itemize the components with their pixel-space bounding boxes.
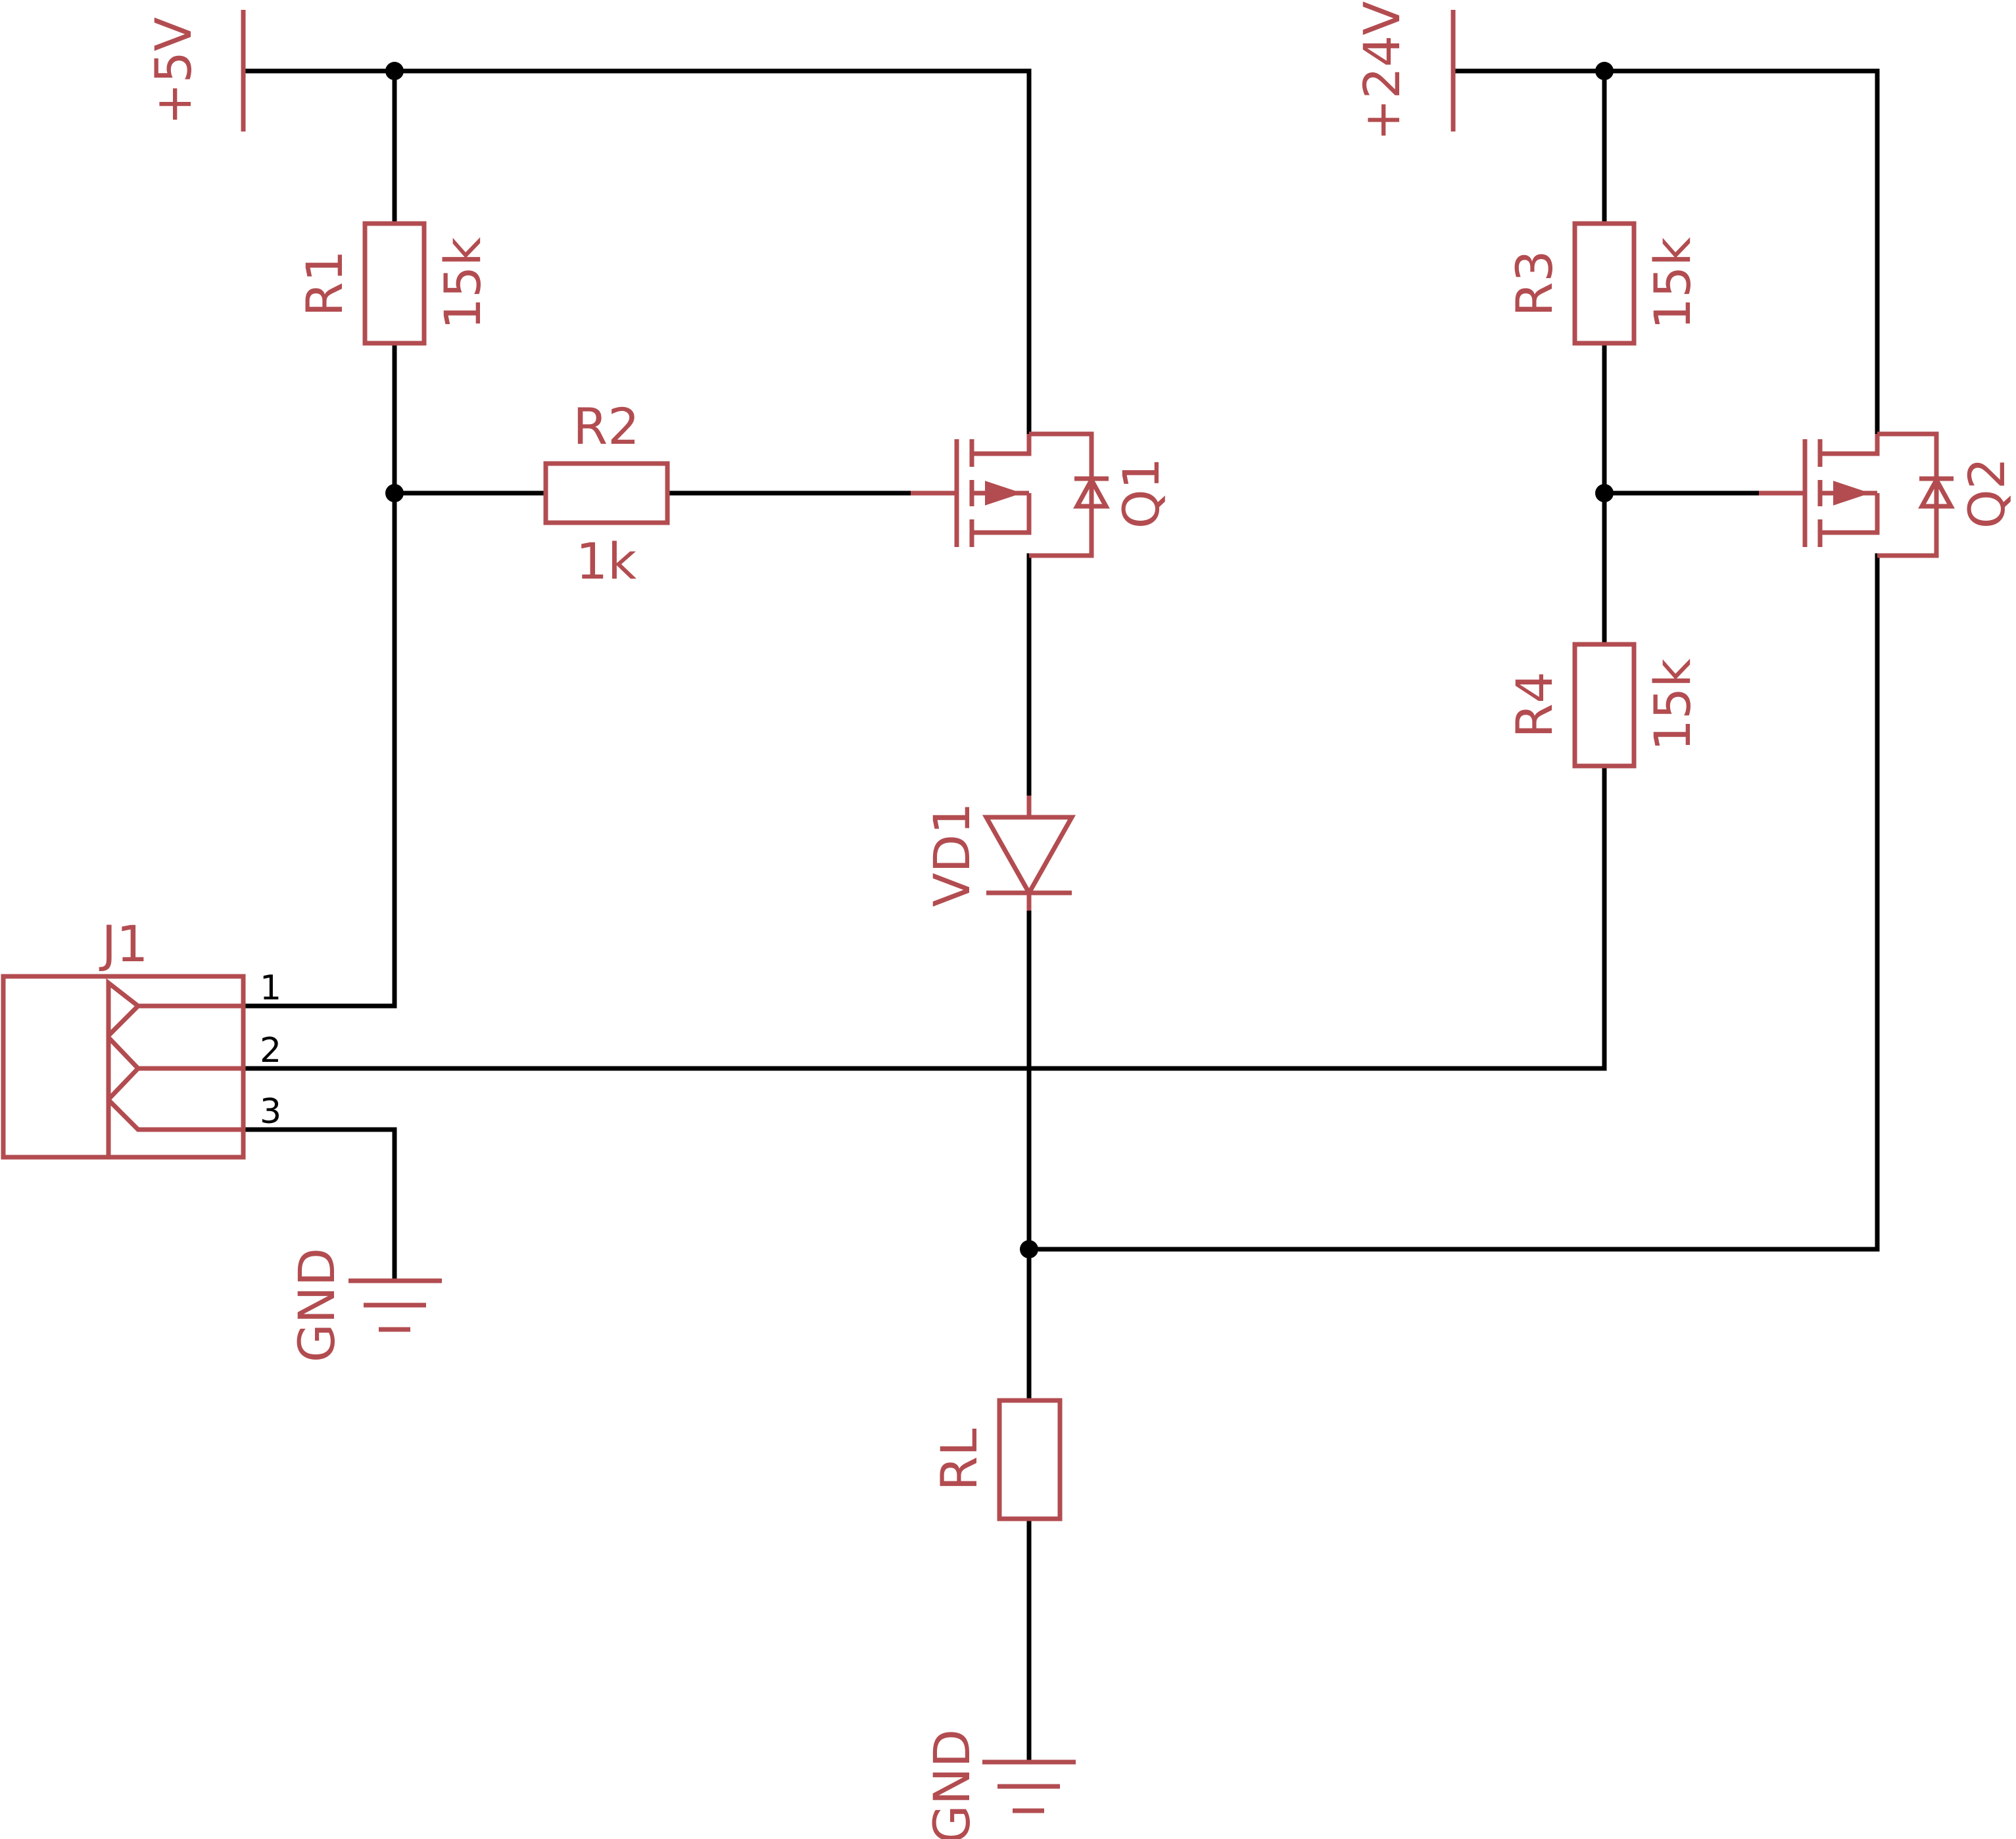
wire-24v-rail bbox=[1451, 68, 1880, 437]
mosfet-body-diode bbox=[1073, 475, 1110, 509]
wire-r4-to-j1-pin2 bbox=[241, 763, 1607, 1071]
junction-dot bbox=[1595, 484, 1614, 502]
supply-5v: +5V bbox=[144, 10, 246, 131]
resistor-r3: R3 15k bbox=[1505, 221, 1702, 346]
resistor-r1-body bbox=[362, 221, 427, 346]
mosfet-body-diode-wire bbox=[1029, 431, 1094, 558]
resistor-r1-name: R1 bbox=[295, 250, 354, 316]
wire-load-to-q2 bbox=[1026, 553, 1880, 1252]
mosfet-body-arrow bbox=[1833, 481, 1871, 506]
wires bbox=[241, 68, 1880, 1765]
resistor-r3-name: R3 bbox=[1505, 250, 1564, 316]
diode-vd1-label: VD1 bbox=[923, 803, 981, 907]
connector-pin-2-line bbox=[106, 1032, 243, 1105]
wire-r1-bottom bbox=[241, 341, 397, 1009]
resistor-r3-value: 15k bbox=[1643, 237, 1702, 330]
ground-left-label: GND bbox=[287, 1248, 346, 1362]
connector-pin-3-line bbox=[106, 1094, 243, 1157]
supply-24v-label: +24V bbox=[1353, 1, 1411, 141]
junction-dot bbox=[385, 62, 404, 80]
ground-bottom-label: GND bbox=[923, 1729, 981, 1839]
resistor-r4-value: 15k bbox=[1643, 659, 1702, 752]
resistor-r2: R2 1k bbox=[543, 397, 670, 590]
mosfet-body-diode-wire bbox=[1877, 431, 1939, 558]
supply-5v-label: +5V bbox=[144, 17, 203, 125]
resistor-rl-name: RL bbox=[930, 1428, 988, 1491]
diode-vd1: VD1 bbox=[923, 796, 1076, 911]
resistor-r1: R1 15k bbox=[295, 221, 492, 346]
mosfet-q1: Q1 bbox=[911, 431, 1170, 558]
mosfet-source bbox=[1820, 493, 1880, 535]
connector-j1-label: J1 bbox=[99, 915, 149, 973]
connector-pin-3-number: 3 bbox=[260, 1092, 281, 1132]
connector-pin-1-line bbox=[106, 978, 243, 1041]
resistor-r2-value: 1k bbox=[576, 532, 636, 590]
resistor-r2-name: R2 bbox=[573, 397, 639, 456]
mosfet-q2-label: Q2 bbox=[1957, 458, 2016, 529]
resistor-r2-body bbox=[543, 461, 670, 525]
connector-pin-2-number: 2 bbox=[260, 1031, 281, 1070]
connector-j1: J1 1 2 3 bbox=[1, 915, 281, 1160]
resistor-r4-name: R4 bbox=[1505, 671, 1564, 738]
junction-dot bbox=[385, 484, 404, 502]
mosfet-body-diode bbox=[1918, 475, 1955, 509]
resistor-rl-body bbox=[997, 1398, 1063, 1521]
junction-dot bbox=[1595, 62, 1614, 80]
junction-dot bbox=[1020, 1240, 1038, 1258]
wire-j1-pin3-ground bbox=[241, 1127, 397, 1283]
mosfet-drain bbox=[1820, 434, 1880, 456]
resistor-r3-body bbox=[1572, 221, 1637, 346]
junctions bbox=[385, 62, 1614, 1258]
wire-5v-rail bbox=[241, 68, 1032, 437]
resistor-rl: RL bbox=[930, 1398, 1063, 1521]
ground-bottom: GND bbox=[923, 1729, 1076, 1839]
resistor-r1-value: 15k bbox=[433, 237, 492, 330]
resistor-r4-body bbox=[1572, 642, 1637, 769]
mosfet-drain bbox=[972, 434, 1032, 456]
mosfet-q1-label: Q1 bbox=[1112, 458, 1170, 529]
connector-pin-1-number: 1 bbox=[260, 968, 281, 1008]
mosfet-body-arrow bbox=[985, 481, 1022, 506]
mosfet-source bbox=[972, 493, 1032, 535]
ground-left: GND bbox=[287, 1248, 442, 1362]
mosfet-q2: Q2 bbox=[1759, 431, 2016, 558]
supply-24v: +24V bbox=[1353, 1, 1456, 141]
resistor-r4: R4 15k bbox=[1505, 642, 1702, 769]
diode-triangle bbox=[982, 815, 1076, 898]
